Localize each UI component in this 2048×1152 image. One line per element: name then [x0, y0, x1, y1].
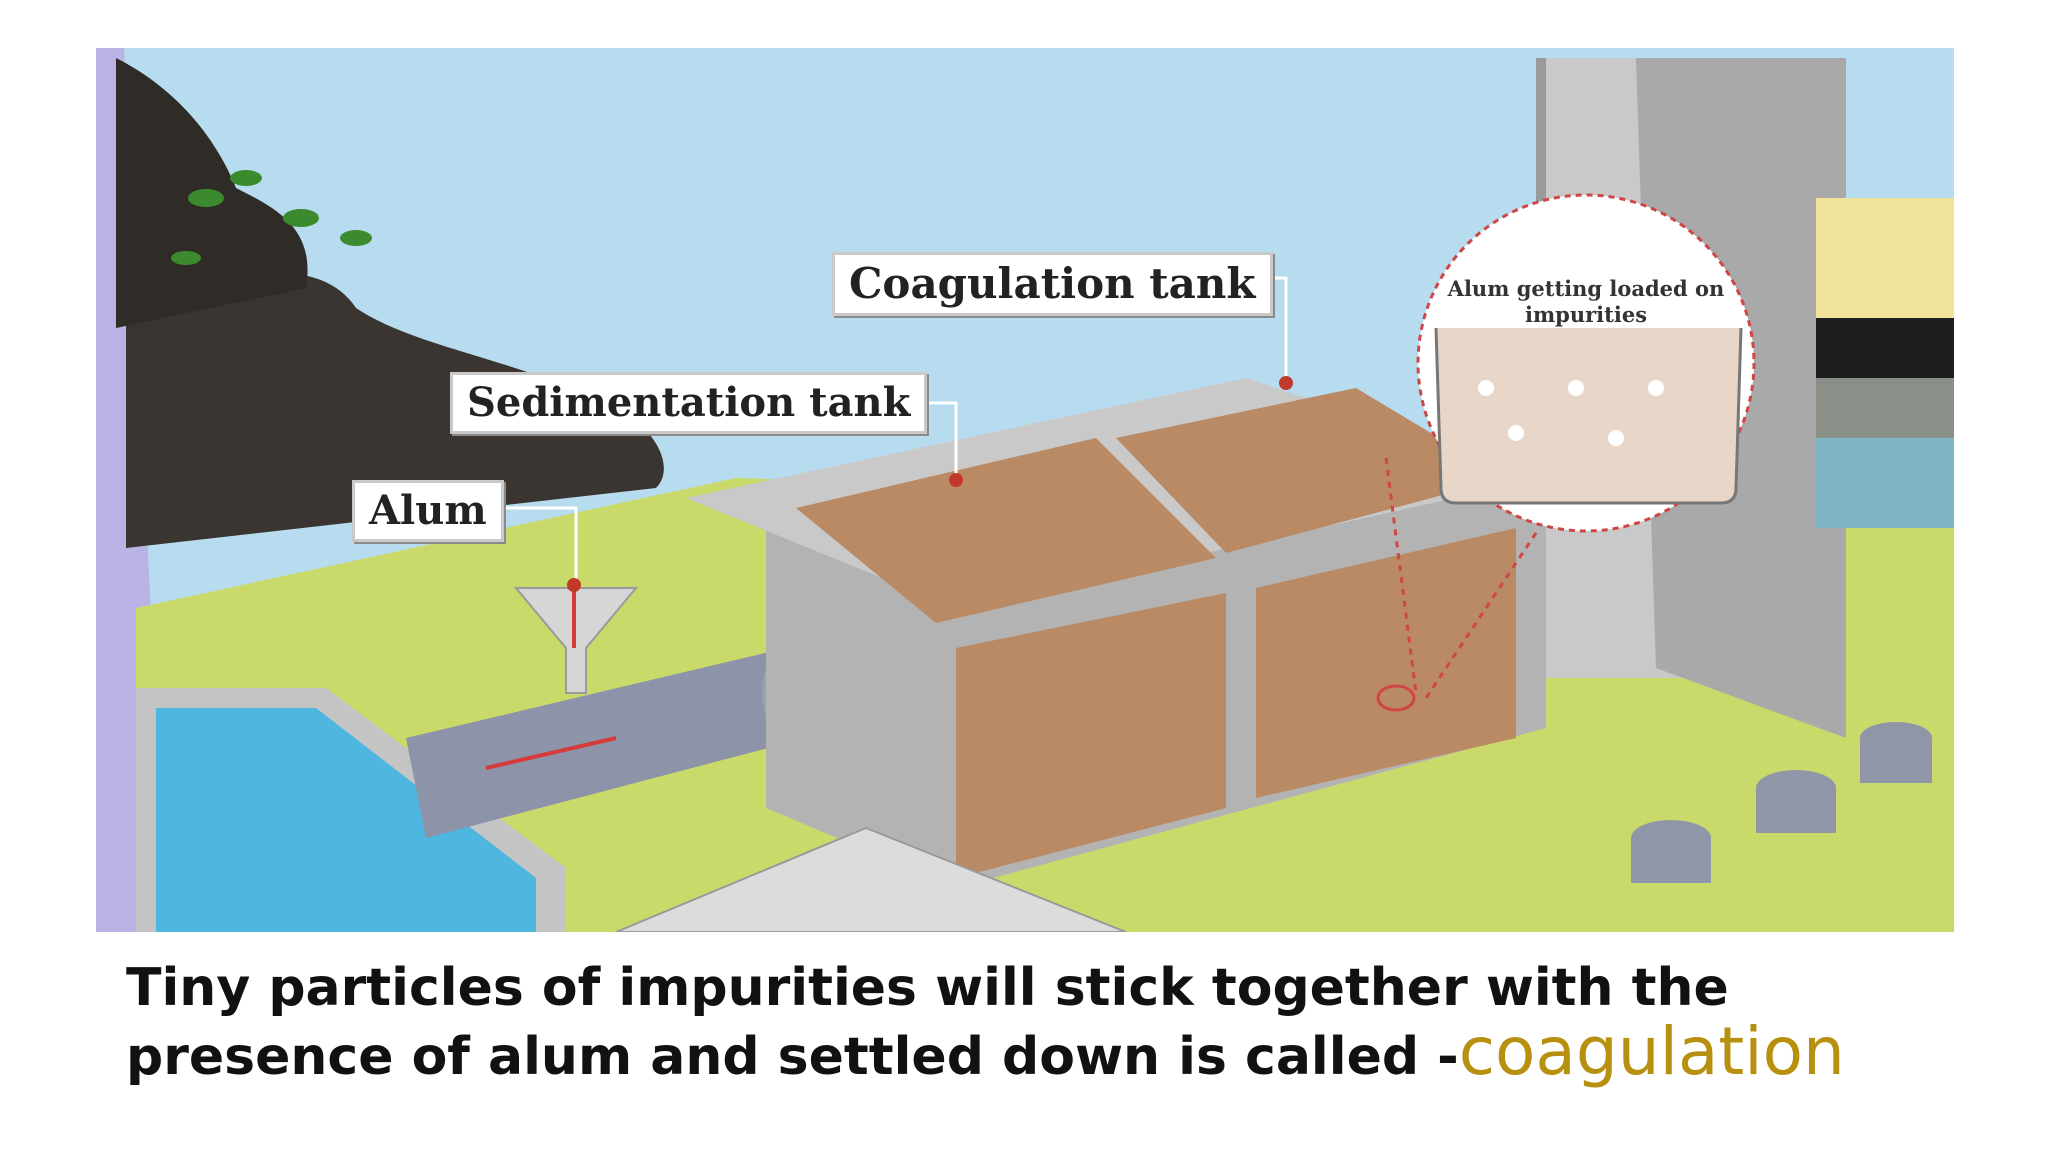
water-treatment-illustration — [96, 48, 1954, 932]
caption-keyword: coagulation — [1458, 1013, 1845, 1090]
coagulation-tank-water-top — [1116, 388, 1506, 553]
sedimentation-tank-window — [956, 593, 1226, 878]
caption-line-2: presence of alum and settled down is cal… — [126, 1027, 1459, 1087]
zoom-inset-caption: Alum getting loaded on impurities — [1447, 276, 1725, 328]
caption: Tiny particles of impurities will stick … — [126, 956, 2006, 1089]
zoom-inset-beaker — [1434, 327, 1743, 505]
impurity-particles — [1478, 380, 1664, 446]
sedimentation-tank-label: Sedimentation tank — [450, 372, 928, 434]
tree-leaves — [171, 170, 372, 265]
sedimentation-tank-water-top — [796, 438, 1216, 623]
roof-structure — [615, 826, 1127, 932]
alum-label: Alum — [352, 480, 504, 542]
filter-layer-gravel — [1816, 378, 1954, 438]
reservoir-water — [156, 708, 536, 932]
filter-layer-sand — [1816, 198, 1954, 318]
rock-formation — [126, 272, 664, 548]
coagulation-tank-window — [1256, 528, 1516, 798]
filter-layer-charcoal — [1816, 318, 1954, 378]
coagulation-tank-label: Coagulation tank — [832, 252, 1273, 317]
caption-line-1: Tiny particles of impurities will stick … — [126, 958, 1729, 1018]
pipe-stacks — [1631, 722, 1932, 883]
inlet-pipe — [406, 648, 806, 838]
filter-layer-water — [1816, 438, 1954, 528]
